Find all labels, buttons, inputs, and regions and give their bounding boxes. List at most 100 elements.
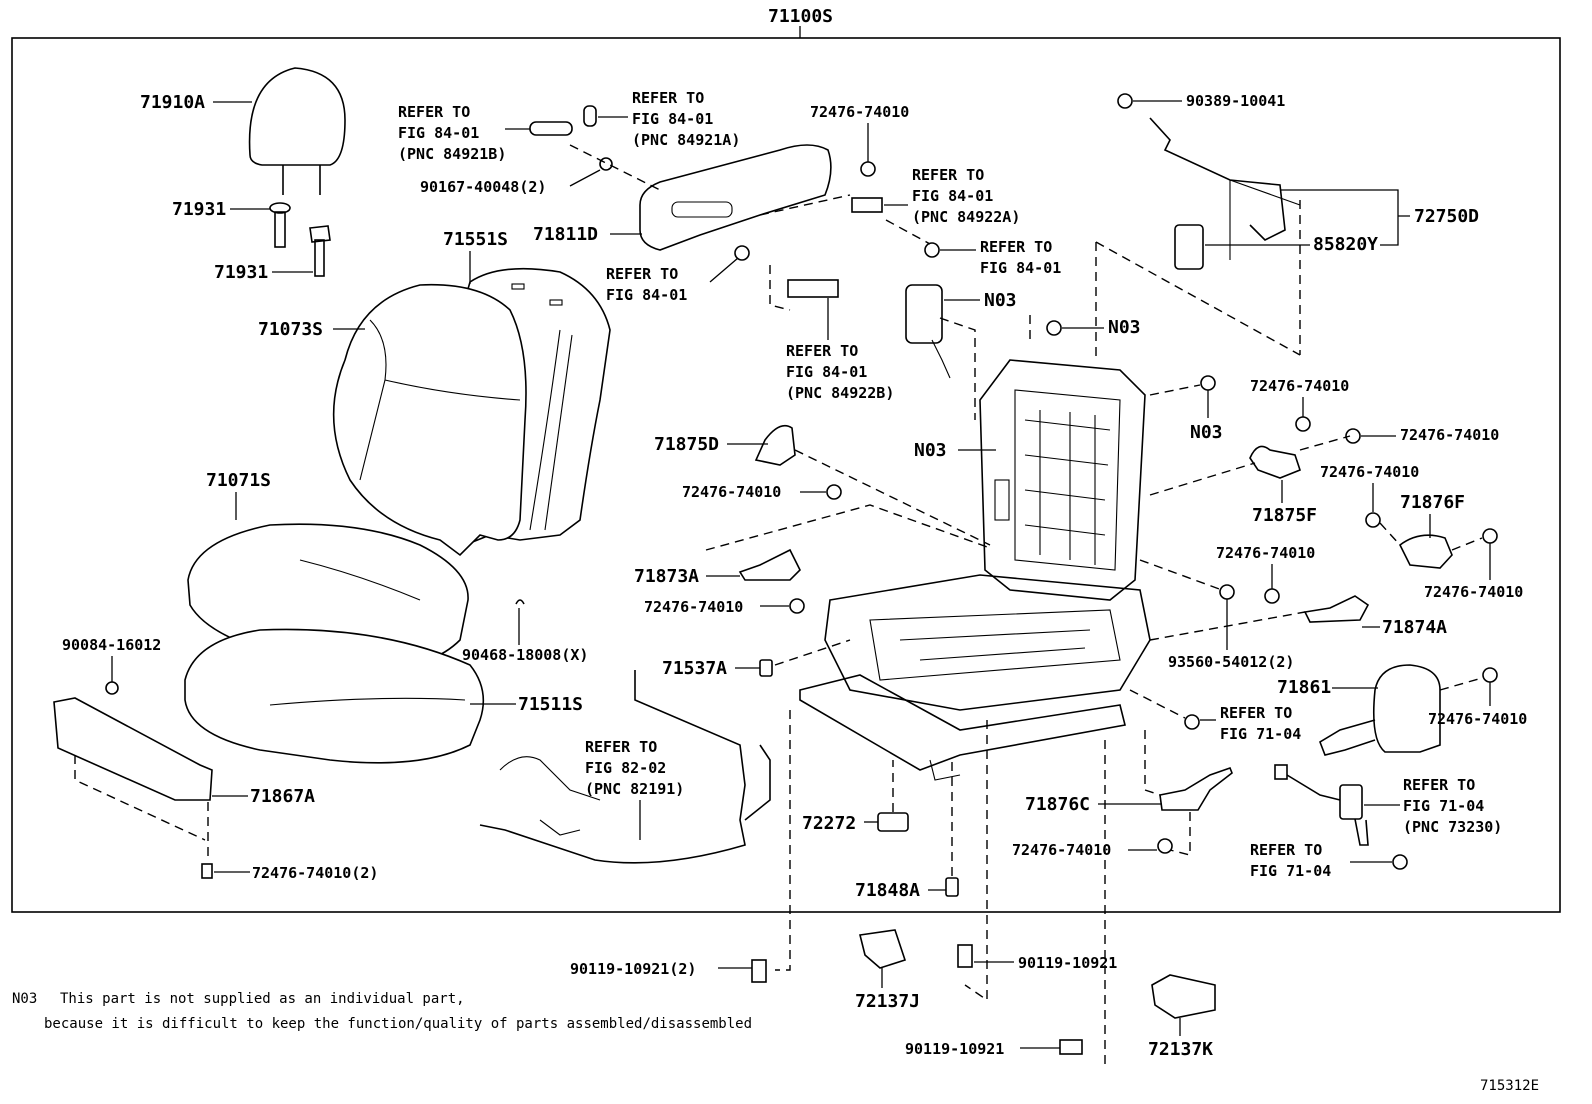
label-93560: 93560-54012(2)	[1168, 653, 1294, 671]
label-71876c: 71876C	[1025, 794, 1090, 815]
label-71867a: 71867A	[250, 786, 315, 807]
screw-71873a	[789, 598, 805, 614]
label-71874a: 71874A	[1382, 617, 1447, 638]
svg-text:(PNC 73230): (PNC 73230)	[1403, 818, 1502, 836]
label-71551s: 71551S	[443, 229, 508, 250]
cover-71875f	[1249, 445, 1301, 479]
screw-r4	[1482, 528, 1498, 544]
assembly-number: 71100S	[768, 6, 833, 27]
svg-text:REFER TO: REFER TO	[606, 265, 678, 283]
label-72476-r3: 72476-74010	[1320, 463, 1419, 481]
svg-text:REFER TO: REFER TO	[1250, 841, 1322, 859]
refer-71-04-b: REFER TO FIG 71-04	[1250, 841, 1331, 880]
svg-text:(PNC 84921B): (PNC 84921B)	[398, 145, 506, 163]
screw-r6	[1482, 667, 1498, 683]
label-90119-center: 90119-10921	[1018, 954, 1117, 972]
svg-text:REFER TO: REFER TO	[1403, 776, 1475, 794]
bolt-93560	[1219, 584, 1235, 600]
clip-72272	[877, 812, 909, 832]
screw-71876c	[1157, 838, 1173, 854]
svg-text:FIG 84-01: FIG 84-01	[398, 124, 479, 142]
refer-84921a: REFER TO FIG 84-01 (PNC 84921A)	[632, 89, 740, 149]
refer-84-01-b: REFER TO FIG 84-01	[606, 265, 687, 304]
label-71931-b: 71931	[214, 262, 268, 283]
svg-text:REFER TO: REFER TO	[912, 166, 984, 184]
switch-knob-a	[583, 105, 597, 127]
label-71875d: 71875D	[654, 434, 719, 455]
label-71511s: 71511S	[518, 694, 583, 715]
label-72476-r1: 72476-74010	[1250, 377, 1349, 395]
svg-text:(PNC 84921A): (PNC 84921A)	[632, 131, 740, 149]
headrest-support-a	[269, 202, 291, 248]
svg-text:FIG 71-04: FIG 71-04	[1220, 725, 1301, 743]
svg-text:(PNC 84922B): (PNC 84922B)	[786, 384, 894, 402]
footnote-code: N03	[12, 991, 37, 1007]
svg-text:(PNC 82191): (PNC 82191)	[585, 780, 684, 798]
cap-71537a	[759, 659, 773, 677]
cover-71874a	[1303, 595, 1370, 623]
assembly-frame	[11, 37, 1561, 913]
label-72476-r4: 72476-74010	[1424, 583, 1523, 601]
switch-knob-b	[529, 121, 573, 136]
screw-r1	[1295, 416, 1311, 432]
switch-84922b	[787, 279, 839, 298]
side-shield	[639, 144, 832, 251]
nut-n03-right	[1200, 375, 1216, 391]
label-71073s: 71073S	[258, 319, 323, 340]
svg-text:FIG 84-01: FIG 84-01	[912, 187, 993, 205]
svg-text:REFER TO: REFER TO	[786, 342, 858, 360]
svg-text:REFER TO: REFER TO	[585, 738, 657, 756]
label-72476-71875d: 72476-74010	[682, 483, 781, 501]
nut-71-04-a	[1184, 714, 1200, 730]
svg-text:FIG 71-04: FIG 71-04	[1250, 862, 1331, 880]
label-72476-71876c: 72476-74010	[1012, 841, 1111, 859]
seat-frame	[799, 359, 1151, 781]
nut-71-04-b	[1392, 854, 1408, 870]
label-71875f: 71875F	[1252, 505, 1317, 526]
refer-73230: REFER TO FIG 71-04 (PNC 73230)	[1403, 776, 1502, 836]
label-72476-r6: 72476-74010	[1428, 710, 1527, 728]
label-71537a: 71537A	[662, 658, 727, 679]
label-n03-top: N03	[1108, 317, 1141, 338]
wire-harness	[479, 670, 771, 864]
svg-text:(PNC 84922A): (PNC 84922A)	[912, 208, 1020, 226]
label-71873a: 71873A	[634, 566, 699, 587]
screw-r2	[1345, 428, 1361, 444]
label-72137j: 72137J	[855, 991, 920, 1012]
refer-84922b: REFER TO FIG 84-01 (PNC 84922B)	[786, 342, 894, 402]
cover-72137j	[859, 929, 907, 969]
seat-belt-buckle	[1274, 764, 1369, 846]
svg-text:REFER TO: REFER TO	[398, 103, 470, 121]
screw-90167	[599, 157, 613, 171]
hog-ring	[515, 599, 525, 605]
cover-71873a	[738, 548, 801, 581]
screw-r3	[1365, 512, 1381, 528]
label-90119-left: 90119-10921(2)	[570, 960, 696, 978]
label-71071s: 71071S	[206, 470, 271, 491]
label-71861: 71861	[1277, 677, 1331, 698]
label-71848a: 71848A	[855, 880, 920, 901]
label-72476-r2: 72476-74010	[1400, 426, 1499, 444]
bolt-left	[751, 959, 767, 983]
label-85820y: 85820Y	[1313, 234, 1378, 255]
knob-71861	[1319, 664, 1441, 756]
svg-text:FIG 84-01: FIG 84-01	[786, 363, 867, 381]
svg-text:REFER TO: REFER TO	[632, 89, 704, 107]
label-71931-a: 71931	[172, 199, 226, 220]
airbag-module	[905, 284, 951, 379]
label-90167: 90167-40048(2)	[420, 178, 546, 196]
cover-71876c	[1159, 766, 1233, 811]
screw-71875d	[826, 484, 842, 500]
svg-text:REFER TO: REFER TO	[1220, 704, 1292, 722]
svg-text:FIG 71-04: FIG 71-04	[1403, 797, 1484, 815]
sensor-85820y	[1174, 224, 1204, 270]
svg-text:FIG 84-01: FIG 84-01	[632, 110, 713, 128]
nut-90389	[1117, 93, 1133, 109]
connector-84-01-a	[924, 242, 940, 258]
footnote-line1: This part is not supplied as an individu…	[60, 991, 465, 1007]
label-90119-bottom: 90119-10921	[905, 1040, 1004, 1058]
label-n03-frame: N03	[914, 440, 947, 461]
refer-84922a: REFER TO FIG 84-01 (PNC 84922A)	[912, 166, 1020, 226]
pin-71848a	[945, 877, 959, 897]
